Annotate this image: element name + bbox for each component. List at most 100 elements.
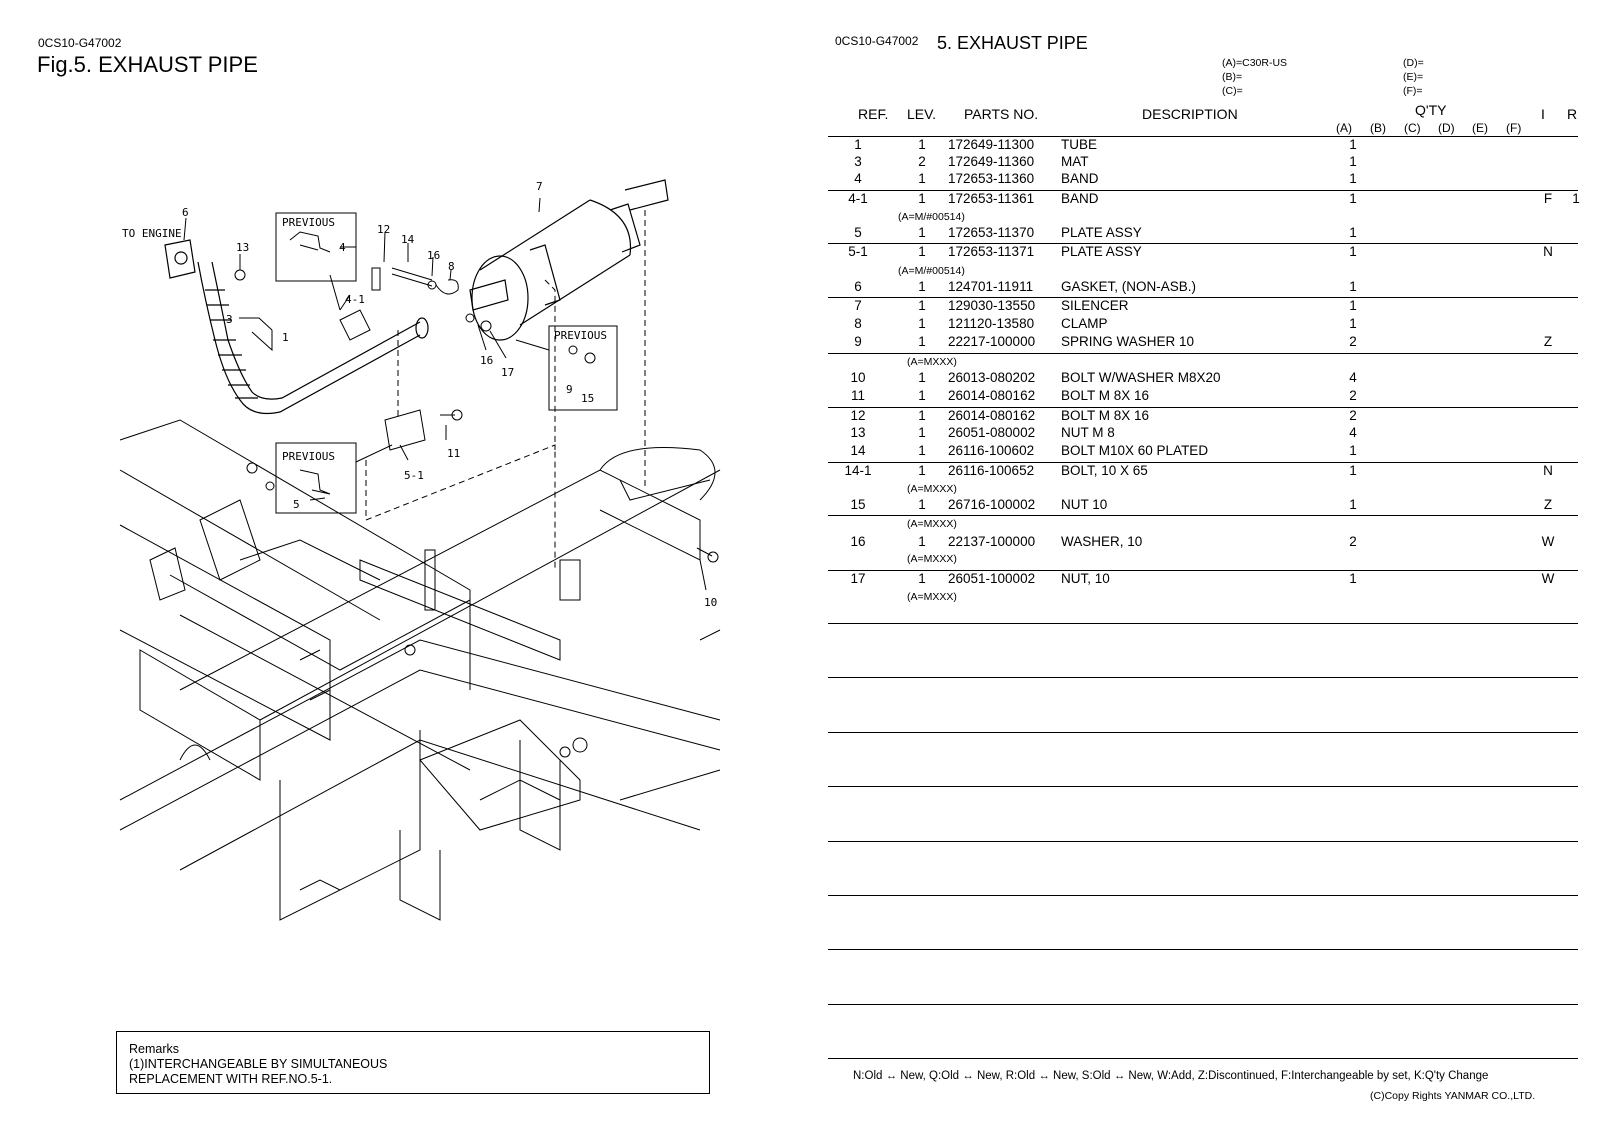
cell-qty-a: 1	[1349, 463, 1357, 478]
cell-i: N	[1543, 463, 1553, 478]
silencer	[469, 179, 669, 341]
cell-lev: 1	[918, 191, 926, 206]
cell-lev: 1	[918, 279, 926, 294]
cell-description: MAT	[1061, 154, 1089, 169]
cell-lev: 1	[918, 334, 926, 349]
cell-lev: 1	[918, 443, 926, 458]
cell-qty-a: 1	[1349, 244, 1357, 259]
serial-note: (A=MXXX)	[907, 483, 957, 495]
cell-lev: 1	[918, 316, 926, 331]
header-i: I	[1541, 106, 1545, 122]
callout-14: 14	[401, 233, 415, 246]
cell-description: NUT, 10	[1061, 571, 1110, 586]
callout-4: 4	[339, 241, 346, 254]
cell-description: CLAMP	[1061, 316, 1108, 331]
serial-note: (A=M/#00514)	[898, 265, 965, 277]
cell-lev: 1	[918, 534, 926, 549]
cell-qty-a: 4	[1349, 425, 1357, 440]
serial-note: (A=MXXX)	[907, 356, 957, 368]
callout-16: 16	[480, 354, 493, 367]
table-row: 12 1 26014-080162 BOLT M 8X 16 2	[828, 408, 1578, 426]
cell-lev: 1	[918, 225, 926, 240]
header-lev: LEV.	[907, 106, 937, 122]
cell-lev: 1	[918, 244, 926, 259]
table-row: 13 1 26051-080002 NUT M 8 4	[828, 425, 1578, 443]
header-qty-d: (D)	[1438, 121, 1455, 135]
cell-lev: 1	[918, 171, 926, 186]
table-row: 1 1 172649-11300 TUBE 1	[828, 137, 1578, 155]
cell-parts-no: 172653-11361	[948, 191, 1035, 206]
table-rule	[828, 243, 1578, 244]
header-ref: REF.	[858, 106, 889, 122]
cell-description: SILENCER	[1061, 298, 1129, 313]
table-row: 8 1 121120-13580 CLAMP 1	[828, 316, 1578, 334]
to-engine-label: TO ENGINE	[122, 227, 182, 240]
header-qty: Q'TY	[1415, 102, 1447, 118]
table-row: 6 1 124701-11911 GASKET, (NON-ASB.) 1	[828, 279, 1578, 297]
table-rule	[828, 1058, 1578, 1059]
table-rule	[828, 515, 1578, 516]
cell-qty-a: 1	[1349, 279, 1357, 294]
cell-parts-no: 172649-11360	[948, 154, 1035, 169]
cell-description: PLATE ASSY	[1061, 225, 1142, 240]
cell-i: W	[1541, 534, 1555, 549]
cell-lev: 1	[918, 571, 926, 586]
cell-ref: 1	[854, 137, 862, 152]
table-rule	[828, 732, 1578, 733]
cell-qty-a: 1	[1349, 225, 1357, 240]
cell-ref: 4	[854, 171, 862, 186]
table-rule	[828, 407, 1578, 408]
doc-code: 0CS10-G47002	[38, 36, 122, 50]
cell-qty-a: 1	[1349, 171, 1357, 186]
callout-10: 10	[704, 596, 717, 609]
cell-ref: 6	[854, 279, 862, 294]
table-row: 5-1 1 172653-11371 PLATE ASSY 1 N	[828, 244, 1578, 262]
table-row: 3 2 172649-11360 MAT 1	[828, 154, 1578, 172]
table-row: 4 1 172653-11360 BAND 1	[828, 171, 1578, 189]
cell-description: BOLT, 10 X 65	[1061, 463, 1148, 478]
header-qty-a: (A)	[1336, 121, 1352, 135]
cell-parts-no: 26116-100602	[948, 443, 1035, 458]
cell-parts-no: 121120-13580	[948, 316, 1035, 331]
serial-note: (A=MXXX)	[907, 591, 957, 603]
cell-qty-a: 1	[1349, 191, 1357, 206]
callout-17: 17	[501, 366, 514, 379]
cell-ref: 10	[850, 370, 866, 385]
cell-ref: 14	[850, 443, 866, 458]
model-f: (F)=	[1403, 85, 1423, 97]
table-row: 16 1 22137-100000 WASHER, 10 2 W	[828, 534, 1578, 552]
table-rule	[828, 136, 1578, 137]
header-qty-e: (E)	[1472, 121, 1488, 135]
figure-title: Fig.5. EXHAUST PIPE	[37, 52, 258, 77]
callout-4-1: 4-1	[345, 293, 365, 306]
cell-i: Z	[1543, 497, 1553, 512]
table-rule	[828, 841, 1578, 842]
cell-qty-a: 1	[1349, 443, 1357, 458]
cell-qty-a: 1	[1349, 154, 1357, 169]
cell-qty-a: 4	[1349, 370, 1357, 385]
chassis-frame	[119, 419, 721, 921]
cell-ref: 16	[850, 534, 866, 549]
cell-ref: 15	[850, 497, 866, 512]
cell-parts-no: 124701-11911	[948, 279, 1034, 294]
cell-ref: 3	[854, 154, 862, 169]
dashed-guides	[365, 210, 646, 570]
table-row: 14 1 26116-100602 BOLT M10X 60 PLATED 1	[828, 443, 1578, 461]
cell-qty-a: 1	[1349, 571, 1357, 586]
cell-parts-no: 26116-100652	[948, 463, 1035, 478]
table-row: 10 1 26013-080202 BOLT W/WASHER M8X20 4	[828, 370, 1578, 388]
callout-9: 9	[566, 383, 573, 396]
cell-lev: 1	[918, 425, 926, 440]
cell-ref: 11	[850, 388, 865, 403]
cell-description: WASHER, 10	[1061, 534, 1143, 549]
callout-15: 15	[581, 392, 594, 405]
cell-qty-a: 2	[1349, 334, 1357, 349]
callout-13: 13	[236, 241, 249, 254]
model-b: (B)=	[1222, 71, 1243, 83]
table-row: 5 1 172653-11370 PLATE ASSY 1	[828, 225, 1578, 243]
header-r: R	[1567, 106, 1578, 122]
cell-lev: 1	[918, 370, 926, 385]
cell-description: BOLT M 8X 16	[1061, 408, 1150, 423]
cell-parts-no: 26014-080162	[948, 408, 1036, 423]
copyright: (C)Copy Rights YANMAR CO.,LTD.	[1370, 1090, 1536, 1102]
